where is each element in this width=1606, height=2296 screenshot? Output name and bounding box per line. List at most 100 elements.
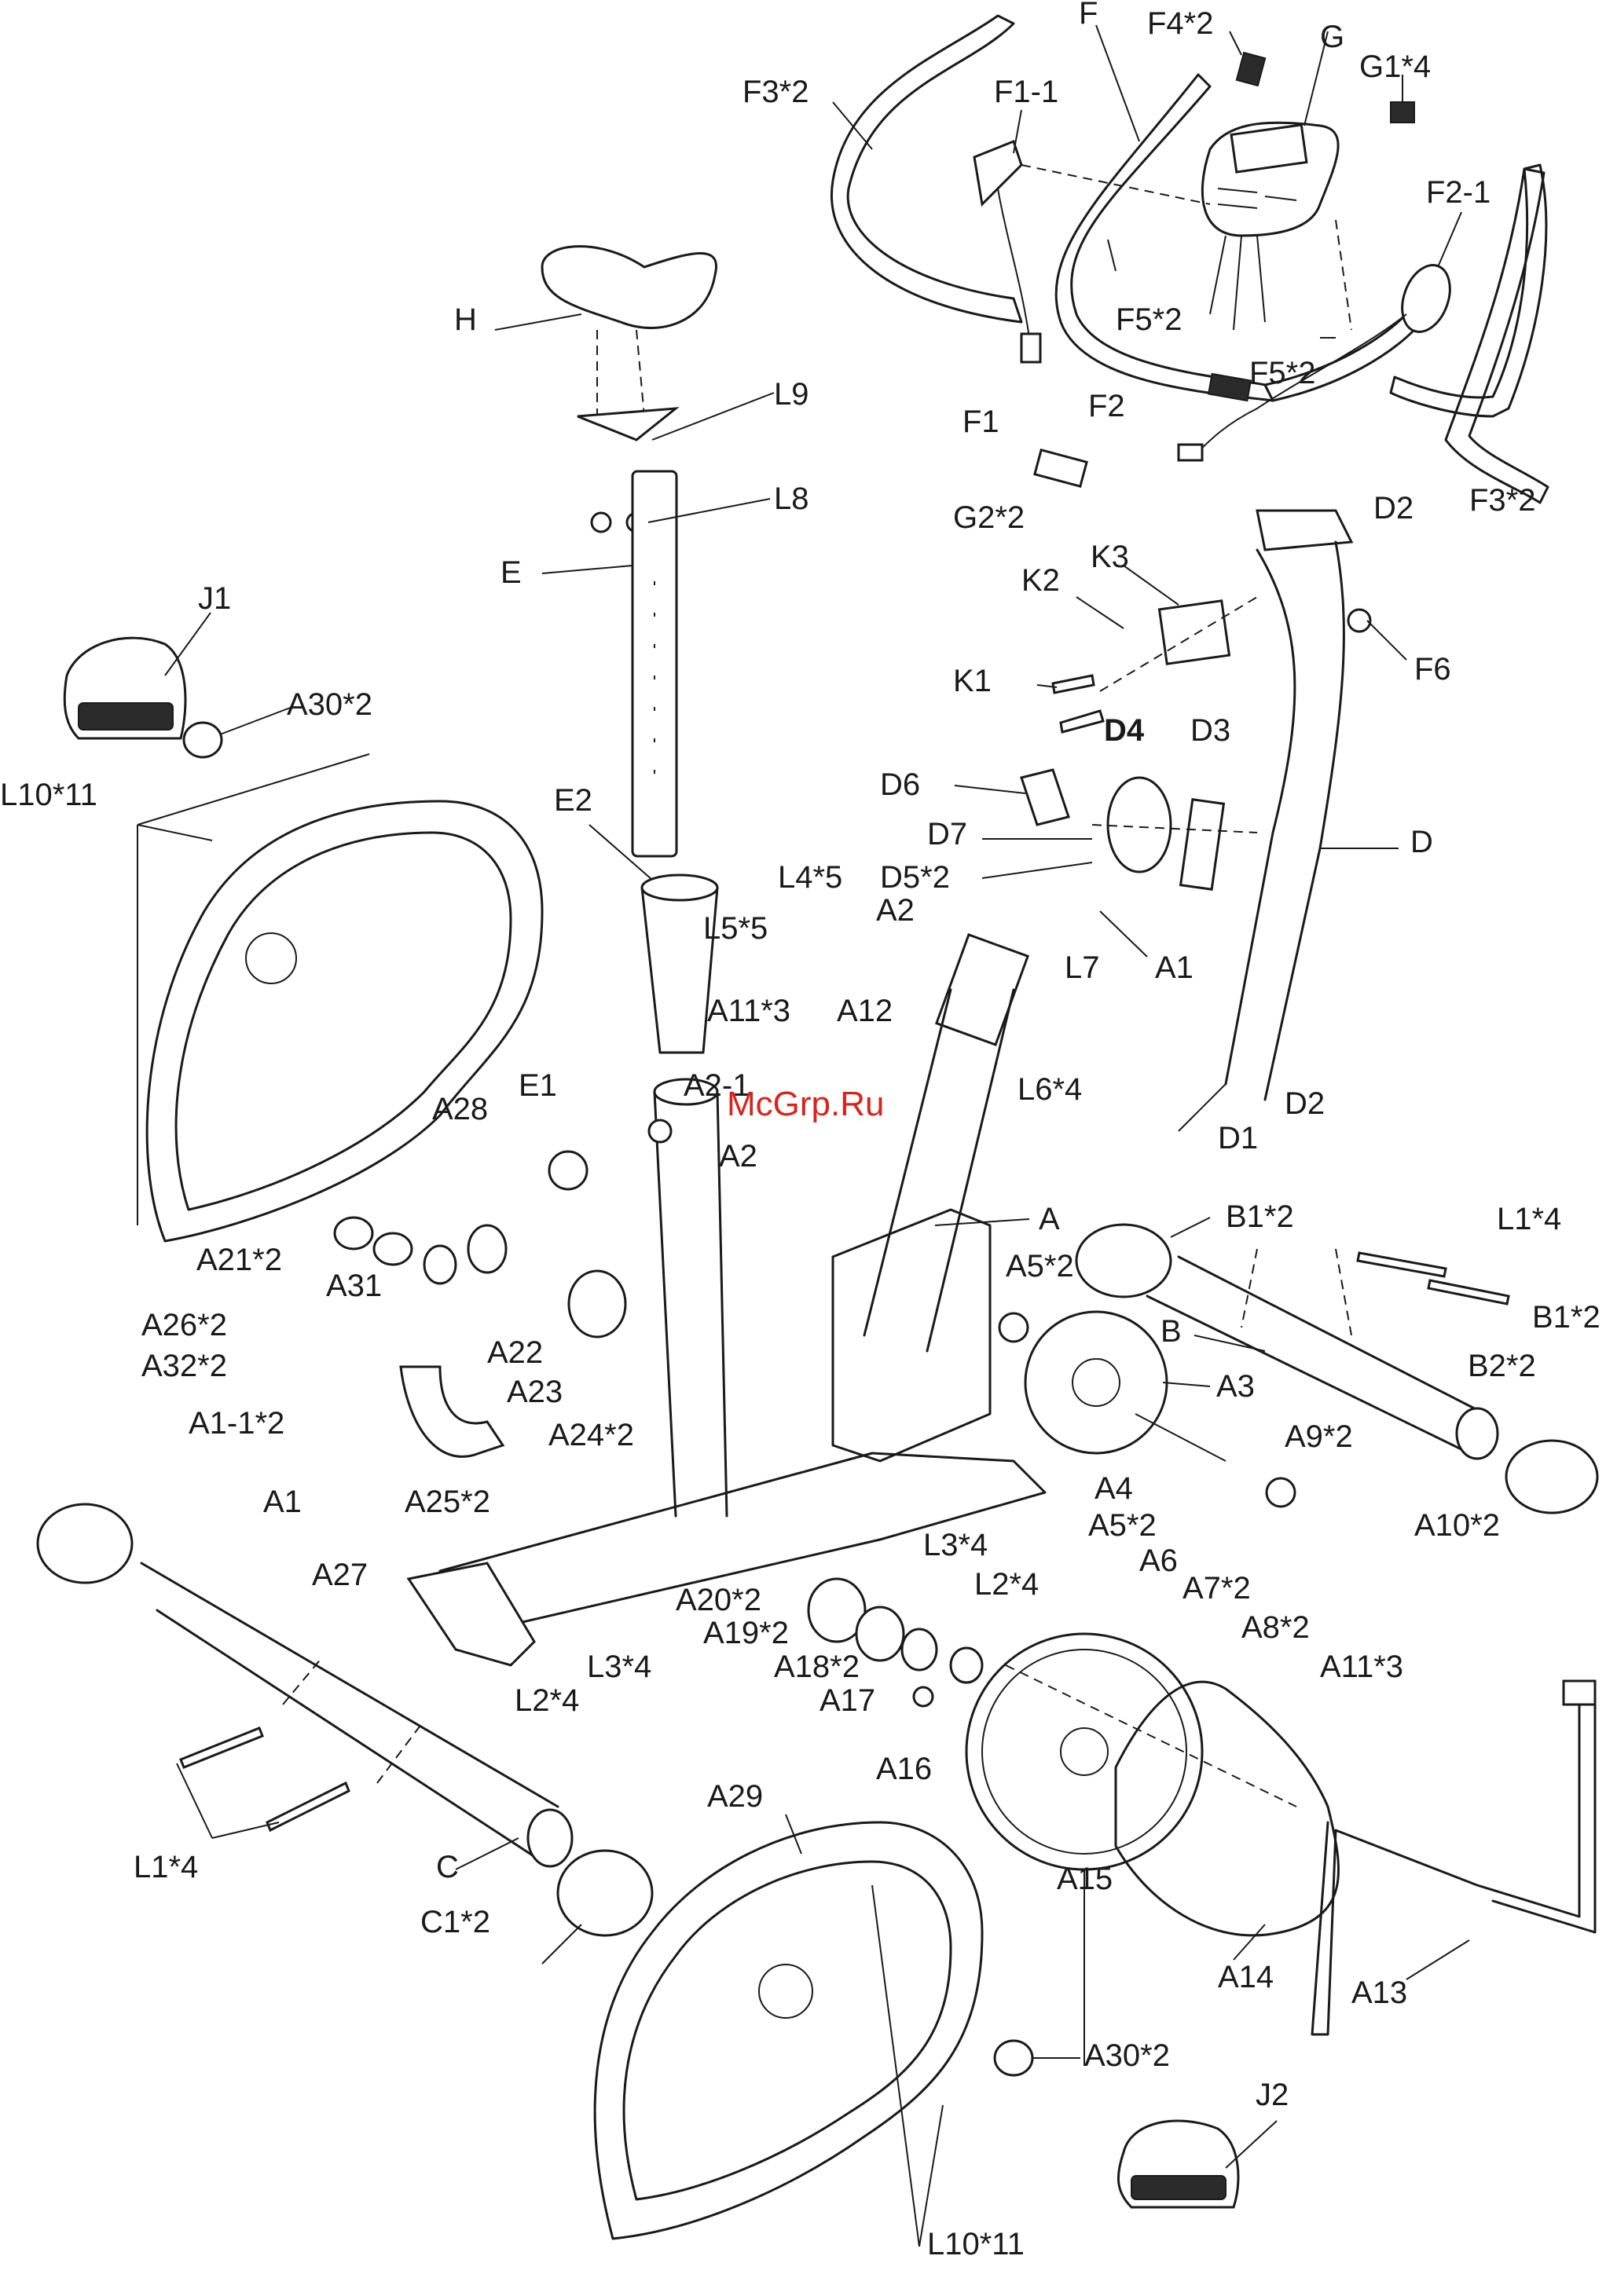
label-A30x2-bottom: A30*2 [1084, 2038, 1170, 2073]
label-A22: A22 [487, 1335, 543, 1370]
part-A28-left-cover-inner [174, 831, 512, 1211]
part-F3-right-tube [1444, 167, 1549, 504]
label-F5x2-a: F5*2 [1116, 302, 1182, 337]
rear-stabilizer [36, 1503, 654, 1937]
label-A28: A28 [432, 1092, 488, 1126]
assembly-guide-upright [1091, 596, 1258, 833]
label-D6: D6 [880, 767, 920, 802]
label-B: B [1160, 1314, 1182, 1349]
label-D5x2: D5*2 [880, 860, 950, 895]
label-L10x11-top: L10*11 [0, 778, 97, 812]
part-J2-pedal-tread [1131, 2175, 1226, 2200]
part-H-saddle [541, 245, 717, 329]
part-A27-foot-plate [406, 1562, 536, 1667]
leader-C [455, 1837, 519, 1870]
seat-assembly [541, 245, 728, 1518]
frame-seat-tube [653, 1090, 728, 1518]
leader-L8 [647, 498, 771, 523]
part-D1-cable [1178, 1083, 1226, 1132]
part-A-frame-bracket [831, 1208, 992, 1463]
part-F2-wire [1194, 313, 1407, 456]
leader-A30-top [219, 706, 293, 735]
label-H: H [454, 302, 477, 337]
part-A6-hub [1265, 1477, 1296, 1508]
part-A31-washer [423, 1244, 457, 1285]
part-A28-left-cover [145, 800, 544, 1243]
label-L6x4: L6*4 [1018, 1072, 1082, 1107]
part-A15-pulley [965, 1632, 1204, 1871]
part-G-console-screen [1230, 123, 1308, 174]
label-C1x2: C1*2 [420, 1905, 490, 1939]
part-F4-spring [1235, 51, 1267, 87]
part-K1-bolt-b [1059, 709, 1105, 734]
part-F3-left-grip [830, 14, 1023, 324]
part-E2-post-sleeve-body [640, 886, 719, 1054]
label-F5x2-b: F5*2 [1249, 356, 1316, 390]
part-A31-bushing [567, 1269, 627, 1338]
label-A11x3-top: A11*3 [707, 994, 790, 1028]
leader-G [1304, 31, 1329, 126]
part-F1-connector [1020, 332, 1042, 364]
label-A2-mid: A2 [719, 1139, 757, 1174]
leader-A13 [1406, 1939, 1470, 1980]
label-K3: K3 [1091, 540, 1129, 574]
label-L10x11-bottom: L10*11 [927, 2227, 1025, 2261]
assembly-guide-saddle [596, 329, 645, 417]
label-A3: A3 [1216, 1369, 1255, 1404]
part-A19-washer [855, 1606, 905, 1662]
label-A23: A23 [507, 1375, 563, 1409]
leader-D6 [954, 785, 1026, 794]
part-L1-bolt-left-b [266, 1781, 350, 1833]
label-A7x2: A7*2 [1182, 1571, 1251, 1606]
part-L1-bolt-right-a [1356, 1251, 1447, 1278]
leader-B [1194, 1335, 1266, 1352]
label-F2: F2 [1088, 389, 1125, 423]
label-A5x2-top: A5*2 [1006, 1249, 1074, 1283]
leader-E2 [588, 824, 653, 881]
part-D-upright-post [1224, 540, 1345, 1101]
part-A21-nut-b [372, 1232, 413, 1266]
part-A29-right-cover [593, 1821, 984, 2240]
part-G-console-buttons [1217, 188, 1297, 209]
leader-C1 [541, 1924, 582, 1965]
label-B1x2-right: B1*2 [1532, 1300, 1600, 1335]
label-L2x4-left: L2*4 [515, 1683, 579, 1718]
label-L1x4-right: L1*4 [1497, 1202, 1561, 1236]
leader-K1 [1036, 684, 1058, 688]
leader-F [1095, 24, 1140, 142]
part-B-tube [1146, 1255, 1487, 1455]
part-F-handlebar [1054, 73, 1274, 402]
leader-K2 [1076, 596, 1124, 629]
label-F: F [1079, 0, 1098, 31]
label-J1: J1 [198, 581, 231, 616]
part-G2-bushing [1033, 448, 1088, 489]
label-A31: A31 [326, 1269, 382, 1303]
label-F6: F6 [1414, 652, 1451, 687]
part-C1-endcap-left [36, 1503, 134, 1584]
label-D: D [1410, 825, 1433, 859]
label-E: E [500, 555, 522, 590]
label-K2: K2 [1021, 563, 1060, 598]
label-A29: A29 [707, 1779, 763, 1814]
part-A15-pulley-hub [1060, 1727, 1109, 1776]
part-C-tube-end [526, 1808, 574, 1868]
label-L3x4-left: L3*4 [587, 1650, 651, 1684]
label-F4x2: F4*2 [1147, 6, 1214, 41]
drive-assembly [965, 1632, 1597, 2036]
part-F2-connector [1177, 443, 1204, 462]
part-A22-bracket [399, 1365, 505, 1458]
label-L2x4-right: L2*4 [974, 1567, 1039, 1602]
leader-F2-1 [1437, 211, 1462, 268]
part-A28-hole [245, 932, 297, 984]
label-E2: E2 [554, 783, 592, 818]
label-A1-top: A1 [1155, 950, 1194, 985]
part-A4-axle [1135, 1413, 1226, 1462]
part-F3-right-grip [1389, 163, 1548, 418]
part-G1-screw [1390, 101, 1415, 123]
label-A27: A27 [312, 1558, 368, 1592]
part-D4-tension-plate [1106, 776, 1172, 873]
part-A18-nut [900, 1628, 938, 1672]
label-A2-top: A2 [876, 893, 915, 928]
part-E2-post-sleeve [640, 873, 719, 902]
